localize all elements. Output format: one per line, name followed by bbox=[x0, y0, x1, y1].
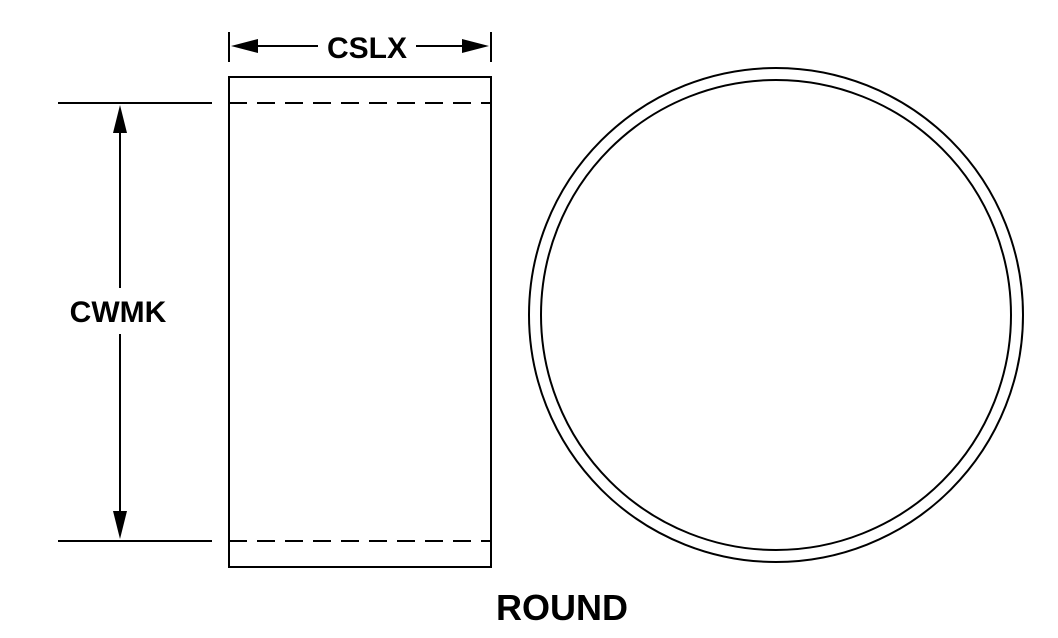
end-view-inner-circle bbox=[540, 79, 1012, 551]
height-dimension-label: CWMK bbox=[70, 296, 167, 329]
width-dimension-label: CSLX bbox=[327, 32, 407, 65]
shape-label: ROUND bbox=[496, 587, 628, 628]
width-arrow-left bbox=[231, 39, 258, 53]
side-view-body bbox=[228, 76, 492, 568]
end-view-outer-circle bbox=[528, 67, 1024, 563]
height-arrow-top bbox=[113, 105, 127, 133]
width-arrow-right bbox=[462, 39, 489, 53]
height-arrow-bottom bbox=[113, 511, 127, 539]
